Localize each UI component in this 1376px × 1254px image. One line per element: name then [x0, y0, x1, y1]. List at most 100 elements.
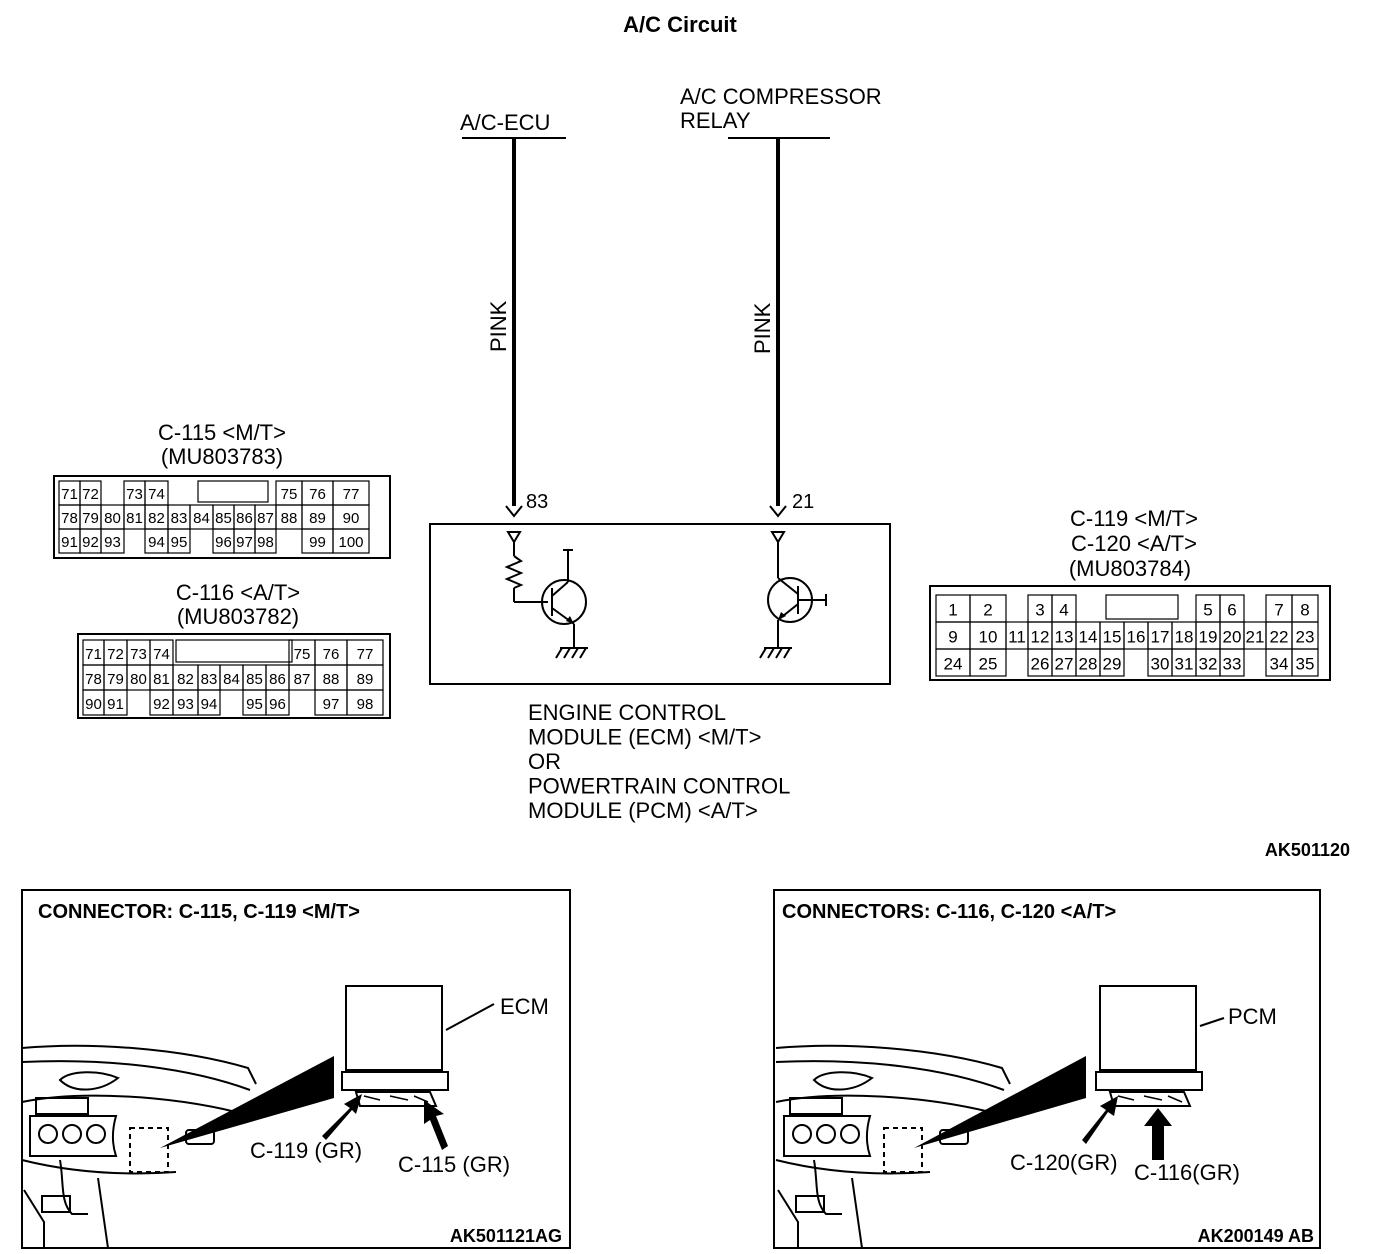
connector-pin-label: 6	[1227, 601, 1236, 620]
connector-pin-cell	[254, 528, 277, 554]
connector-pin-label: 90	[85, 696, 102, 713]
connector-pin-label: 1	[948, 601, 957, 620]
connector-pin-label: 98	[257, 534, 274, 551]
wire-21-color-label: PINK	[750, 302, 775, 354]
connector-pin-label: 4	[1059, 601, 1068, 620]
connector-pin-label: 82	[177, 671, 194, 688]
connector-pin-cell	[265, 689, 290, 716]
connector-pin-label: 73	[126, 486, 143, 503]
connector-pin-label: 13	[1055, 628, 1074, 647]
panel-left-callout-c119: C-119 (GR)	[250, 1138, 362, 1163]
transistor-21-emitter-arrow	[778, 612, 786, 620]
connector-pin-label: 74	[153, 646, 170, 663]
arrow-c119	[322, 1094, 362, 1140]
terminal-21-label: 21	[792, 491, 814, 513]
c116-part-number: (MU803782)	[177, 604, 299, 629]
connector-pin-label: 14	[1079, 628, 1098, 647]
connector-pin-label: 87	[257, 510, 274, 527]
connector-pin-label: 76	[309, 486, 326, 503]
connector-pin-cell	[1099, 648, 1125, 677]
connector-pin-label: 77	[343, 486, 360, 503]
connector-pin-label: 89	[309, 510, 326, 527]
connector-pin-label: 91	[107, 696, 124, 713]
connector-pin-label: 76	[323, 646, 340, 663]
panel-right: CONNECTORS: C-116, C-120 <A/T> PCM	[773, 889, 1321, 1249]
connector-pin-label: 80	[104, 510, 121, 527]
connector-pin-label: 83	[201, 671, 218, 688]
connector-pin-label: 75	[281, 486, 298, 503]
connector-pin-label: 84	[223, 671, 240, 688]
connector-pin-cell	[1291, 648, 1319, 677]
connector-pin-label: 33	[1223, 655, 1242, 674]
module-label-line: POWERTRAIN CONTROL	[528, 774, 790, 799]
connector-pin-label: 85	[215, 510, 232, 527]
relay-label-line2: RELAY	[680, 108, 751, 133]
c116-title: C-116 <A/T>	[176, 580, 300, 605]
zoom-wedge-left	[160, 1056, 334, 1148]
c116-outline	[77, 633, 391, 719]
connector-pin-cell	[103, 689, 128, 716]
module-label-line: MODULE (ECM) <M/T>	[528, 725, 761, 750]
connector-pin-label: 88	[281, 510, 298, 527]
connector-pin-label: 16	[1127, 628, 1146, 647]
connector-pin-label: 32	[1199, 655, 1218, 674]
ac-ecu-label: A/C-ECU	[460, 110, 550, 135]
connector-pin-label: 79	[82, 510, 99, 527]
connector-pin-label: 71	[61, 486, 78, 503]
connector-pin-label: 92	[82, 534, 99, 551]
panel-right-module-label: PCM	[1228, 1004, 1277, 1029]
panel-right-callout-c120: C-120(GR)	[1010, 1150, 1118, 1175]
connector-pin-label: 23	[1296, 628, 1315, 647]
connector-pin-label: 34	[1270, 655, 1289, 674]
connector-pin-label: 24	[944, 655, 963, 674]
connector-pin-label: 86	[269, 671, 286, 688]
connector-pin-label: 17	[1151, 628, 1170, 647]
c115-part-number: (MU803783)	[161, 444, 283, 469]
ecm-unit	[341, 985, 495, 1107]
diagram-code: AK501120	[1265, 840, 1350, 860]
pcm-unit	[1095, 985, 1225, 1107]
terminal-21-arrow	[769, 505, 787, 518]
connector-pin-label: 11	[1008, 628, 1026, 647]
connector-pin-label: 90	[343, 510, 360, 527]
connector-pin-label: 79	[107, 671, 124, 688]
connector-pin-label: 81	[126, 510, 143, 527]
connector-pin-label: 25	[979, 655, 998, 674]
connector-pin-label: 78	[85, 671, 102, 688]
connector-pin-label: 12	[1031, 628, 1050, 647]
connector-pin-label: 74	[148, 486, 165, 503]
module-label-line: ENGINE CONTROL	[528, 700, 726, 725]
connector-pin-label: 99	[309, 534, 326, 551]
connector-pin-label: 29	[1103, 655, 1122, 674]
connector-pin-label: 9	[948, 628, 957, 647]
connector-pin-label: 72	[107, 646, 124, 663]
connector-pin-label: 71	[85, 646, 102, 663]
module-label-line: MODULE (PCM) <A/T>	[528, 798, 758, 823]
connector-pin-label: 3	[1035, 601, 1044, 620]
connector-pin-label: 35	[1296, 655, 1315, 674]
panel-right-code: AK200149 AB	[1198, 1226, 1314, 1246]
connector-pin-cell	[100, 528, 125, 554]
connector-pin-label: 91	[61, 534, 78, 551]
connector-pin-label: 95	[171, 534, 188, 551]
connector-pin-cell	[1219, 648, 1245, 677]
connector-pin-label: 97	[323, 696, 340, 713]
connector-pin-label: 84	[193, 510, 210, 527]
arrow-c116	[1144, 1108, 1172, 1160]
connector-pin-label: 98	[357, 696, 374, 713]
connector-pin-label: 94	[148, 534, 165, 551]
connector-pin-label: 93	[104, 534, 121, 551]
connector-pin-label: 20	[1223, 628, 1242, 647]
panel-left-module-label: ECM	[500, 994, 549, 1019]
diagram-title: A/C Circuit	[623, 12, 737, 37]
dashboard-illustration-left	[21, 1044, 257, 1249]
connector-pin-label: 73	[130, 646, 147, 663]
connector-pin-label: 87	[294, 671, 311, 688]
ecm-module-box	[429, 523, 891, 685]
panel-left: CONNECTOR: C-115, C-119 <M/T> ECM	[21, 889, 571, 1249]
connector-pin-cell	[969, 648, 1007, 677]
connector-pin-label: 95	[246, 696, 263, 713]
